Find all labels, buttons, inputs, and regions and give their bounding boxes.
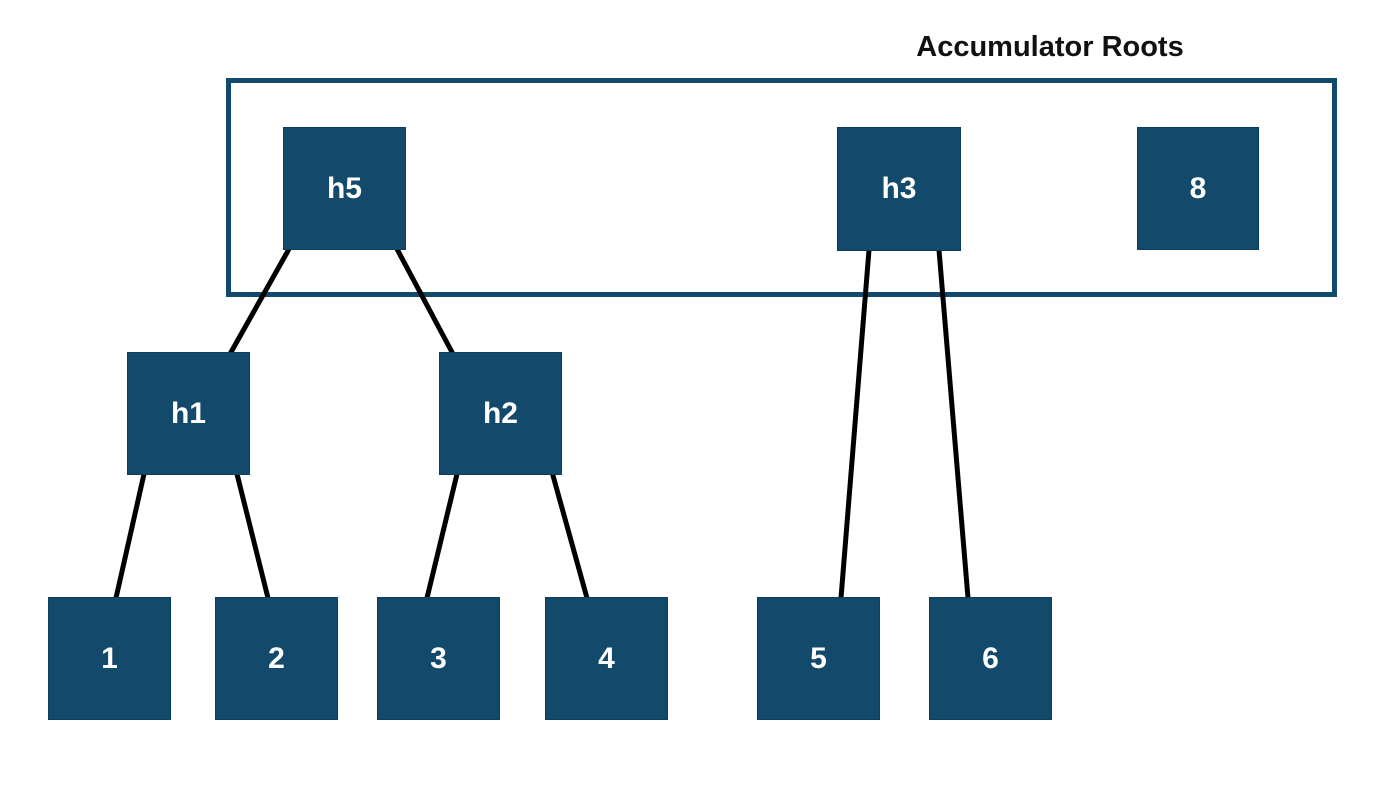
tree-node-label: 3 xyxy=(430,641,447,675)
tree-node-label: h1 xyxy=(170,396,206,430)
tree-node-label: 8 xyxy=(1189,171,1207,205)
tree-node-label: 6 xyxy=(982,641,999,675)
tree-node-label: h2 xyxy=(482,396,518,430)
tree-node-label: 4 xyxy=(598,641,615,675)
edge-h2-3 xyxy=(424,473,460,599)
tree-node-4: 4 xyxy=(545,597,668,720)
edge-h1-1 xyxy=(113,473,147,599)
tree-node-h2: h2 xyxy=(439,352,562,475)
tree-node-label: h5 xyxy=(326,171,362,205)
tree-node-h3: h3 xyxy=(837,127,961,251)
tree-node-8: 8 xyxy=(1137,127,1259,250)
tree-node-1: 1 xyxy=(48,597,171,720)
tree-node-label: h3 xyxy=(881,172,917,205)
edge-h2-4 xyxy=(549,471,590,599)
accumulator-roots-container xyxy=(226,78,1337,297)
tree-node-h5: h5 xyxy=(283,127,406,250)
tree-node-label: 1 xyxy=(101,641,118,675)
tree-node-5: 5 xyxy=(757,597,880,720)
tree-node-2: 2 xyxy=(215,597,338,720)
edge-h3-6 xyxy=(936,249,971,599)
tree-node-h1: h1 xyxy=(127,352,250,475)
edge-h3-5 xyxy=(838,249,872,599)
tree-node-label: 5 xyxy=(810,641,827,675)
tree-node-6: 6 xyxy=(929,597,1052,720)
tree-node-label: 2 xyxy=(268,641,285,675)
diagram-title: Accumulator Roots xyxy=(916,31,1184,63)
tree-node-3: 3 xyxy=(377,597,500,720)
edge-h1-2 xyxy=(234,473,271,599)
